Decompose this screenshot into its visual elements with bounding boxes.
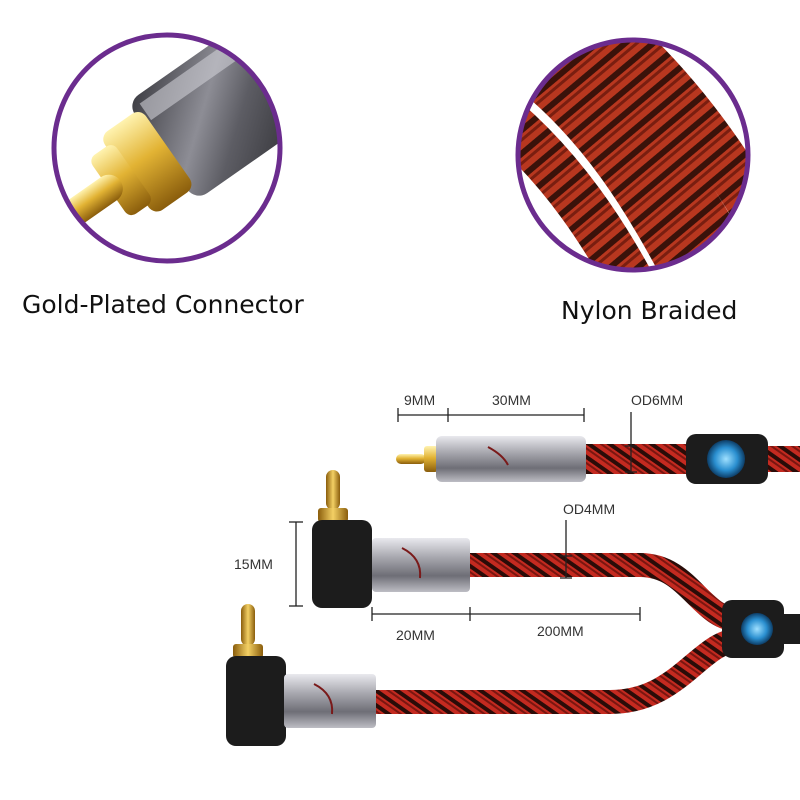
right-angle-rca-plug-1: [312, 470, 470, 608]
dim-plug-body-label: 20MM: [396, 627, 435, 643]
split-cable-lower: [376, 628, 742, 714]
nylon-braided-caption: Nylon Braided: [561, 296, 738, 325]
split-cable-upper: [470, 553, 742, 632]
dim-od4-label: OD4MM: [563, 501, 615, 517]
right-angle-rca-plug-2: [226, 604, 376, 746]
y-splitter: [722, 600, 800, 658]
straight-rca-plug: [396, 434, 800, 484]
nylon-braid-closeup: [515, 37, 751, 273]
dim-split-label: 200MM: [537, 623, 584, 639]
dimension-lines: [289, 408, 641, 621]
dim-od6-label: OD6MM: [631, 392, 683, 408]
cable-diagram: 9MM 30MM OD6MM OD4MM 15MM 20MM 200MM: [226, 392, 800, 746]
gold-connector-closeup: [51, 32, 283, 264]
gold-connector-caption: Gold-Plated Connector: [22, 290, 304, 319]
dim-body-label: 30MM: [492, 392, 531, 408]
dim-tip-label: 9MM: [404, 392, 435, 408]
dim-height-label: 15MM: [234, 556, 273, 572]
